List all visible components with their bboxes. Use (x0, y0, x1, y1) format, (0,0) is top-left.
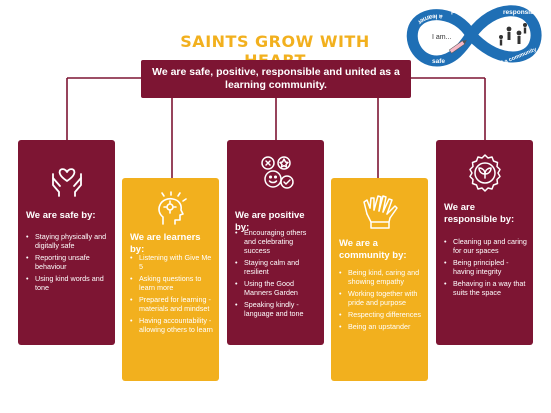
pencil-icon (448, 40, 467, 54)
i-am-infinity-logo: a learner positive responsible safe part… (406, 5, 542, 67)
list-item: Staying physically and digitally safe (26, 232, 109, 250)
list-item: Prepared for learning - materials and mi… (130, 295, 213, 313)
badge-word-responsible: responsible (503, 9, 540, 16)
card-safe: We are safe by: Staying physically and d… (18, 140, 115, 345)
list-item: Listening with Give Me 5 (130, 253, 213, 271)
badge-word-positive: positive (451, 8, 476, 15)
card-community-title: We are a community by: (339, 238, 407, 261)
list-item: Asking questions to learn more (130, 274, 213, 292)
list-item: Behaving in a way that suits the space (444, 279, 527, 297)
card-community-list: Being kind, caring and showing empathy W… (339, 268, 422, 334)
card-safe-list: Staying physically and digitally safe Re… (26, 232, 109, 295)
card-positive: We are positive by: Encouraging others a… (227, 140, 324, 345)
list-item: Encouraging others and celebrating succe… (235, 228, 318, 255)
hands-heart-icon (51, 168, 82, 197)
head-ideas-icon (157, 191, 187, 225)
card-responsible-list: Cleaning up and caring for our spaces Be… (444, 237, 527, 300)
badge-word-safe: safe (432, 58, 445, 65)
list-item: Staying calm and resilient (235, 258, 318, 276)
people-icon (499, 23, 527, 46)
list-item: Having accountability - allowing others … (130, 316, 213, 334)
raised-hands-icon (362, 195, 398, 229)
list-item: Being kind, caring and showing empathy (339, 268, 422, 286)
list-item: Using the Good Manners Garden (235, 279, 318, 297)
list-item: Respecting differences (339, 310, 422, 319)
card-learners-title: We are learners by: (130, 232, 201, 255)
values-banner: We are safe, positive, responsible and u… (141, 60, 411, 98)
card-learners: We are learners by: Listening with Give … (122, 178, 219, 381)
list-item: Being an upstander (339, 322, 422, 331)
list-item: Cleaning up and caring for our spaces (444, 237, 527, 255)
card-safe-title: We are safe by: (26, 210, 96, 221)
positive-icons-icon (260, 156, 294, 189)
card-positive-list: Encouraging others and celebrating succe… (235, 228, 318, 321)
card-community: We are a community by: Being kind, carin… (331, 178, 428, 381)
list-item: Reporting unsafe behaviour (26, 253, 109, 271)
plant-badge-icon (468, 154, 501, 192)
card-learners-list: Listening with Give Me 5 Asking question… (130, 253, 213, 337)
badge-center-text: I am... (432, 34, 452, 41)
list-item: Using kind words and tone (26, 274, 109, 292)
card-responsible-title: We are responsible by: (444, 202, 515, 225)
list-item: Being principled - having integrity (444, 258, 527, 276)
list-item: Speaking kindly - language and tone (235, 300, 318, 318)
card-responsible: We are responsible by: Cleaning up and c… (436, 140, 533, 345)
list-item: Working together with pride and purpose (339, 289, 422, 307)
